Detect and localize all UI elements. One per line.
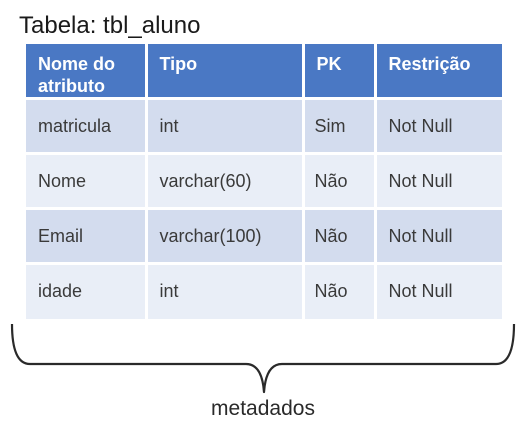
cell-attribute: idade bbox=[26, 262, 146, 319]
table-row: idade int Não Not Null bbox=[26, 262, 502, 319]
metadata-table: Nome do atributo Tipo PK Restrição matri… bbox=[26, 44, 502, 319]
table-row: Email varchar(100) Não Not Null bbox=[26, 207, 502, 264]
cell-constraint: Not Null bbox=[373, 207, 502, 264]
cell-constraint: Not Null bbox=[373, 262, 502, 319]
cell-attribute: matricula bbox=[26, 97, 146, 154]
cell-type: varchar(100) bbox=[144, 207, 303, 264]
cell-constraint: Not Null bbox=[373, 97, 502, 154]
header-constraint: Restrição bbox=[373, 44, 502, 99]
cell-pk: Não bbox=[301, 152, 375, 209]
header-pk: PK bbox=[301, 44, 375, 99]
cell-type: varchar(60) bbox=[144, 152, 303, 209]
table-header-row: Nome do atributo Tipo PK Restrição bbox=[26, 44, 502, 99]
header-attribute-name: Nome do atributo bbox=[26, 44, 146, 99]
cell-type: int bbox=[144, 97, 303, 154]
cell-pk: Não bbox=[301, 207, 375, 264]
cell-attribute: Email bbox=[26, 207, 146, 264]
cell-attribute: Nome bbox=[26, 152, 146, 209]
curly-brace-icon bbox=[10, 323, 516, 394]
table-row: matricula int Sim Not Null bbox=[26, 97, 502, 154]
table-row: Nome varchar(60) Não Not Null bbox=[26, 152, 502, 209]
header-type: Tipo bbox=[144, 44, 303, 99]
cell-type: int bbox=[144, 262, 303, 319]
cell-constraint: Not Null bbox=[373, 152, 502, 209]
cell-pk: Não bbox=[301, 262, 375, 319]
metadata-caption: metadados bbox=[211, 397, 315, 420]
table-title: Tabela: tbl_aluno bbox=[19, 12, 201, 39]
cell-pk: Sim bbox=[301, 97, 375, 154]
